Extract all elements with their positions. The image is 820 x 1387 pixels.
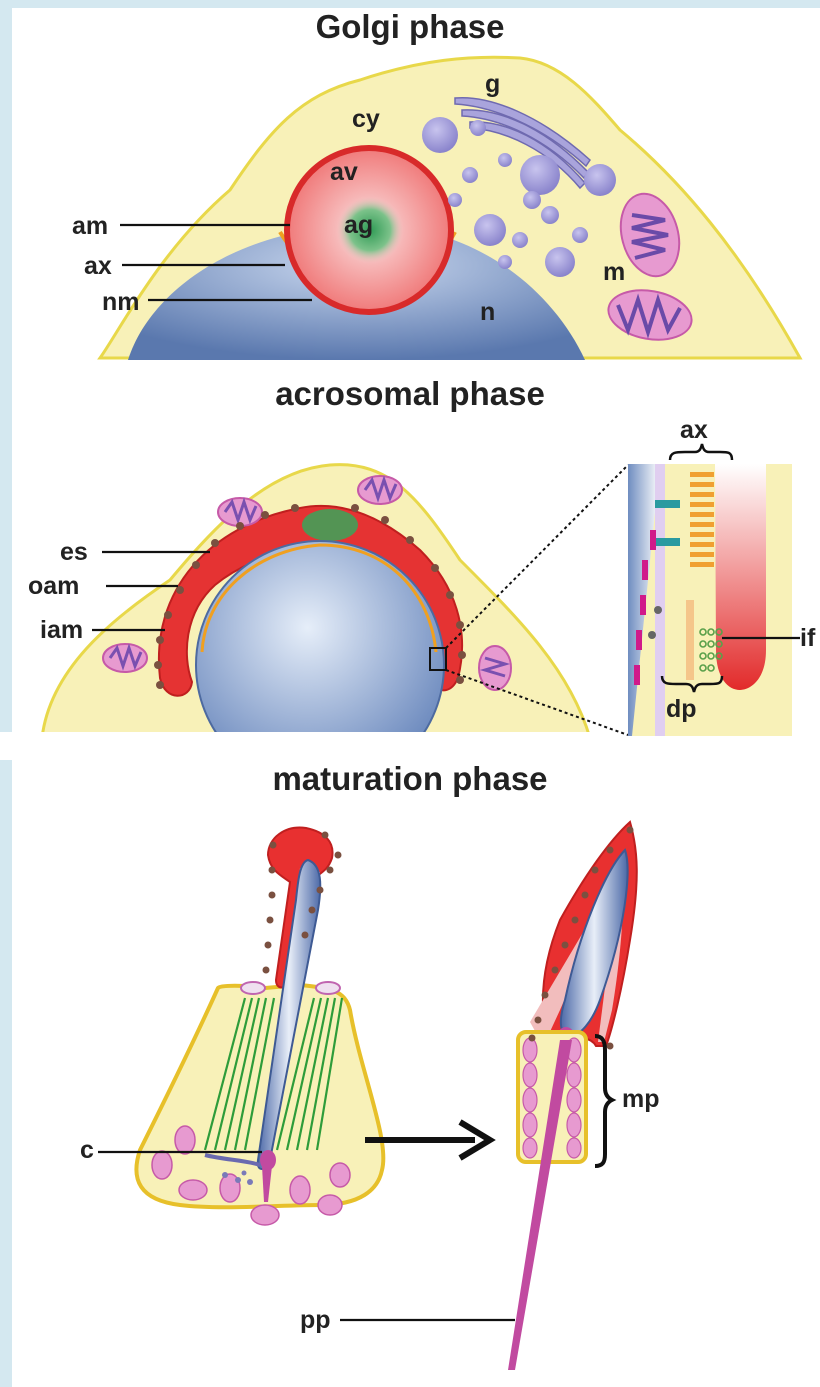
label-oam: oam bbox=[28, 574, 79, 599]
label-cy: cy bbox=[352, 107, 380, 132]
label-ax: ax bbox=[84, 254, 112, 279]
maturation-phase-title: maturation phase bbox=[0, 760, 820, 798]
early-maturation-spermatid bbox=[136, 828, 383, 1225]
label-am: am bbox=[72, 214, 108, 239]
label-n: n bbox=[480, 300, 495, 325]
label-g: g bbox=[485, 72, 500, 97]
golgi-phase-diagram bbox=[0, 0, 820, 380]
acrosomal-phase-title: acrosomal phase bbox=[0, 375, 820, 413]
late-maturation-spermatid bbox=[508, 822, 637, 1370]
label-inset-ax: ax bbox=[680, 418, 708, 443]
label-ag: ag bbox=[344, 213, 373, 238]
maturation-phase-diagram bbox=[0, 810, 820, 1387]
label-m: m bbox=[603, 260, 625, 285]
label-es: es bbox=[60, 540, 88, 565]
label-dp: dp bbox=[666, 697, 697, 722]
inset-detail bbox=[628, 444, 792, 736]
label-if: if bbox=[800, 626, 815, 651]
acrosomal-phase-diagram bbox=[0, 420, 820, 760]
label-iam: iam bbox=[40, 618, 83, 643]
label-av: av bbox=[330, 160, 358, 185]
label-pp: pp bbox=[300, 1308, 331, 1333]
label-nm: nm bbox=[102, 290, 140, 315]
label-mp: mp bbox=[622, 1087, 660, 1112]
label-c: c bbox=[80, 1138, 94, 1163]
